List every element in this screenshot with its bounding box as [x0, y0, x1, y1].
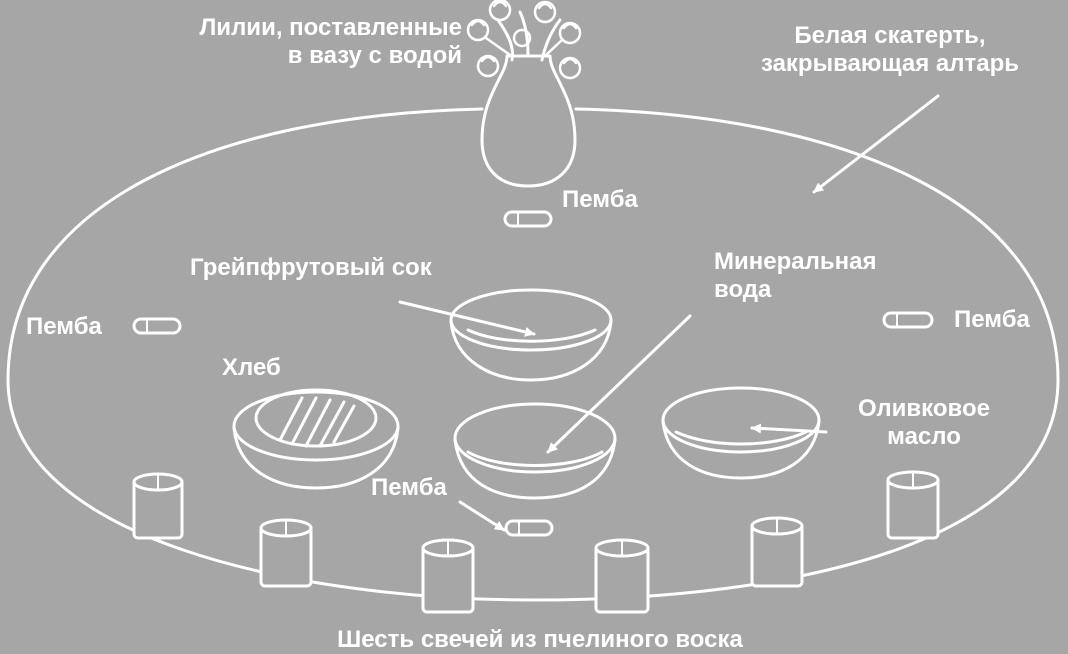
bread-label: Хлеб	[222, 354, 281, 381]
olive-oil-bowl-icon	[661, 386, 821, 480]
grapefruit-arrow	[398, 300, 536, 337]
pemba-stick-bottom-icon	[504, 519, 554, 537]
olive-oil-label-line-1: Оливковое	[858, 395, 990, 422]
mineral-water-bowl-icon	[453, 402, 617, 500]
candle-1-icon	[132, 472, 184, 540]
olive-oil-arrow	[750, 423, 828, 434]
tablecloth-label-line-2: закрывающая алтарь	[760, 50, 1020, 77]
lily-flowers-icon	[466, 0, 582, 80]
pemba-label-top: Пемба	[562, 186, 638, 213]
mineral-water-label: Минеральная вода	[714, 248, 876, 304]
pemba-stick-left-icon	[132, 317, 182, 335]
mineral-water-label-line-1: Минеральная	[714, 248, 877, 275]
candle-5-icon	[750, 516, 804, 588]
tablecloth-ellipse	[6, 107, 1060, 602]
olive-oil-label-line-2: масло	[887, 423, 961, 450]
grapefruit-juice-label: Грейпфрутовый сок	[190, 254, 432, 281]
candles-label: Шесть свечей из пчелиного воска	[337, 626, 743, 653]
candle-3-icon	[421, 538, 475, 614]
candle-4-icon	[594, 538, 650, 614]
bread-bowl-icon	[232, 388, 400, 490]
pemba-label-left: Пемба	[26, 313, 102, 340]
lilies-label-line-2: в вазу с водой	[287, 42, 462, 69]
mineral-water-label-line-2: вода	[714, 276, 772, 303]
lilies-label: Лилии, поставленные в вазу с водой	[199, 14, 462, 70]
pemba-bottom-arrow	[458, 500, 506, 532]
tablecloth-arrow	[812, 94, 940, 194]
candle-6-icon	[886, 470, 940, 540]
tablecloth-label: Белая скатерть, закрывающая алтарь	[720, 22, 1060, 78]
pemba-stick-right-icon	[882, 311, 934, 329]
pemba-label-bottom: Пемба	[371, 474, 447, 501]
candle-2-icon	[259, 518, 313, 588]
tablecloth-label-line-1: Белая скатерть,	[794, 22, 986, 49]
pemba-label-right: Пемба	[954, 306, 1030, 333]
olive-oil-label: Оливковое масло	[836, 395, 1012, 451]
grapefruit-bowl-icon	[449, 288, 613, 382]
pemba-stick-top-icon	[503, 210, 553, 228]
vase-icon	[480, 10, 577, 188]
lilies-label-line-1: Лилии, поставленные	[199, 14, 462, 41]
mineral-water-arrow	[546, 314, 692, 454]
